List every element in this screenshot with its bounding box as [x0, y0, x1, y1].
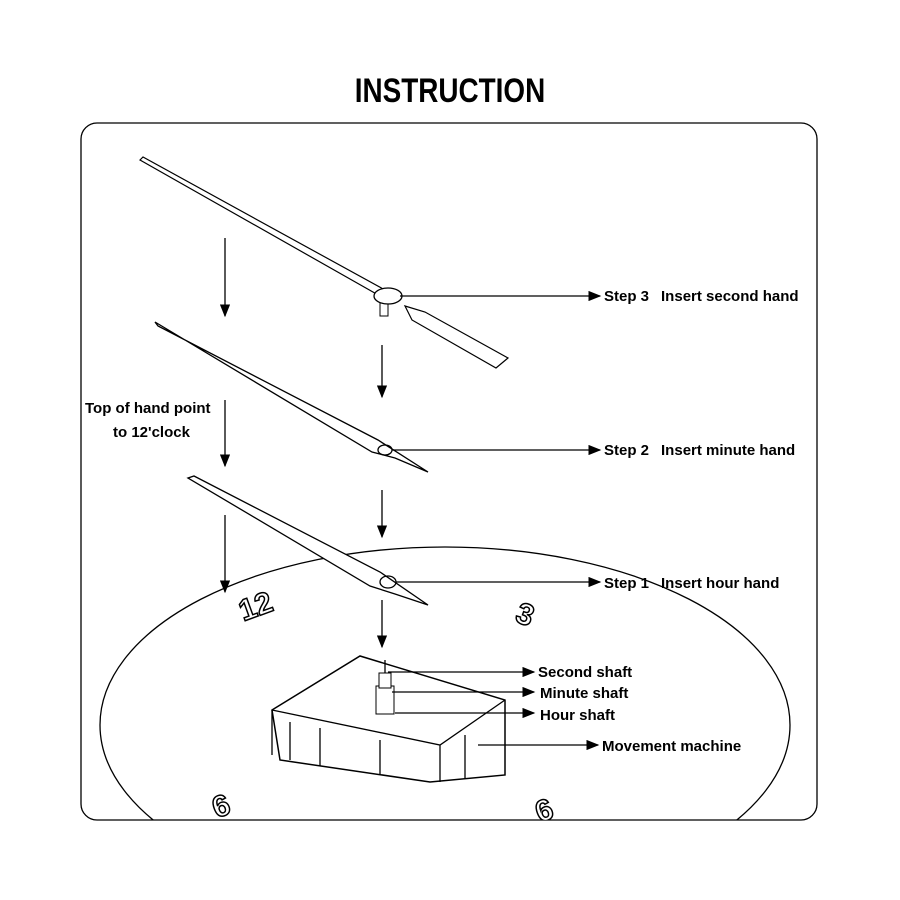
dial-number-12: 12: [235, 586, 278, 628]
dial-number-6: 6: [531, 793, 558, 830]
hint-line2: to 12'clock: [113, 424, 191, 441]
dial-number-9: 9: [207, 787, 234, 824]
title: INSTRUCTION: [355, 71, 545, 109]
second-hand: [139, 156, 510, 369]
second-shaft-label: Second shaft: [538, 664, 632, 681]
movement-label: Movement machine: [602, 738, 741, 755]
clock-face: [99, 546, 791, 820]
minute-shaft-label: Minute shaft: [540, 685, 628, 702]
hint-line1: Top of hand point: [85, 400, 211, 417]
movement-machine: [271, 655, 506, 783]
minute-hand: [154, 321, 429, 473]
pointer-arrows: [388, 290, 602, 751]
frame: [80, 122, 818, 821]
dial-number-3: 3: [512, 597, 539, 634]
hour-shaft-label: Hour shaft: [540, 707, 615, 724]
hour-hand: [186, 475, 429, 606]
down-arrows: [219, 238, 388, 649]
